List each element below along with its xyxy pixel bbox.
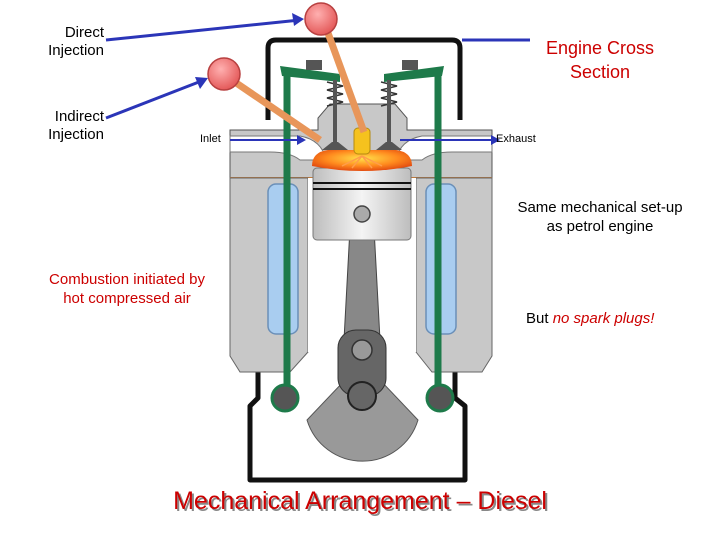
direct-injection-line-2: Injection bbox=[48, 42, 104, 59]
no-spark-prefix: But bbox=[526, 310, 553, 327]
direct-injection-line-1: Direct bbox=[64, 24, 104, 41]
indirect-injection-label: Indirect Injection bbox=[20, 108, 104, 144]
direct-injection-label: Direct Injection bbox=[20, 24, 104, 60]
rocker-pivot-left bbox=[306, 60, 322, 70]
exhaust-arrowhead bbox=[491, 135, 500, 145]
direct-injector-ball bbox=[304, 2, 338, 36]
combustion-line-2: hot compressed air bbox=[63, 290, 191, 307]
indirect-injection-line-1: Indirect bbox=[54, 108, 104, 125]
camshaft-right bbox=[425, 383, 455, 413]
crank-counterweight bbox=[306, 379, 419, 462]
engine-cross-section-label: Engine Cross Section bbox=[530, 36, 670, 84]
indirect-injection-line-2: Injection bbox=[48, 126, 104, 143]
engine-cross-section-line-1: Engine Cross bbox=[545, 38, 655, 58]
indirect-injector-stem bbox=[224, 73, 322, 143]
piston bbox=[312, 167, 412, 241]
inlet-label: Inlet bbox=[200, 133, 221, 145]
crank-pin bbox=[347, 381, 377, 411]
rocker-pivot-right bbox=[402, 60, 418, 70]
fuel-spray bbox=[341, 155, 383, 169]
inlet-arrowhead bbox=[297, 135, 306, 145]
same-setup-line-2: as petrol engine bbox=[546, 218, 654, 235]
no-spark-emphasis: no spark plugs! bbox=[552, 310, 655, 327]
rocker-arm-left bbox=[280, 66, 340, 82]
combustion-label: Combustion initiated by hot compressed a… bbox=[24, 270, 230, 308]
direct-injection-pointer bbox=[105, 18, 301, 42]
rocker-arm-right bbox=[384, 66, 444, 82]
connecting-rod bbox=[343, 227, 381, 341]
indirect-injector-ball bbox=[207, 57, 241, 91]
inlet-valve bbox=[322, 80, 348, 150]
camshaft-left bbox=[270, 383, 300, 413]
crankshaft-journal bbox=[351, 339, 373, 361]
same-setup-label: Same mechanical set-up as petrol engine bbox=[500, 198, 700, 236]
gudgeon-pin bbox=[353, 205, 371, 223]
direct-injection-arrowhead bbox=[292, 13, 304, 26]
combustion-line-1: Combustion initiated by bbox=[49, 271, 205, 288]
crankcase-outline bbox=[247, 372, 468, 483]
slide-title: Mechanical Arrangement – Diesel bbox=[173, 487, 547, 515]
exhaust-valve bbox=[376, 80, 402, 150]
indirect-injection-arrowhead bbox=[195, 77, 208, 89]
no-spark-label: But no spark plugs! bbox=[526, 310, 654, 327]
same-setup-line-1: Same mechanical set-up bbox=[517, 199, 683, 216]
valve-spring-left bbox=[326, 81, 344, 107]
indirect-injection-pointer bbox=[105, 78, 205, 120]
valve-spring-right bbox=[380, 81, 398, 107]
valve-cover bbox=[265, 37, 463, 120]
combustion-flame bbox=[312, 150, 412, 171]
water-jacket-left bbox=[267, 183, 299, 335]
direct-injector-stem bbox=[320, 20, 368, 134]
exhaust-label: Exhaust bbox=[496, 133, 536, 145]
engine-cross-section-line-2: Section bbox=[569, 62, 631, 82]
